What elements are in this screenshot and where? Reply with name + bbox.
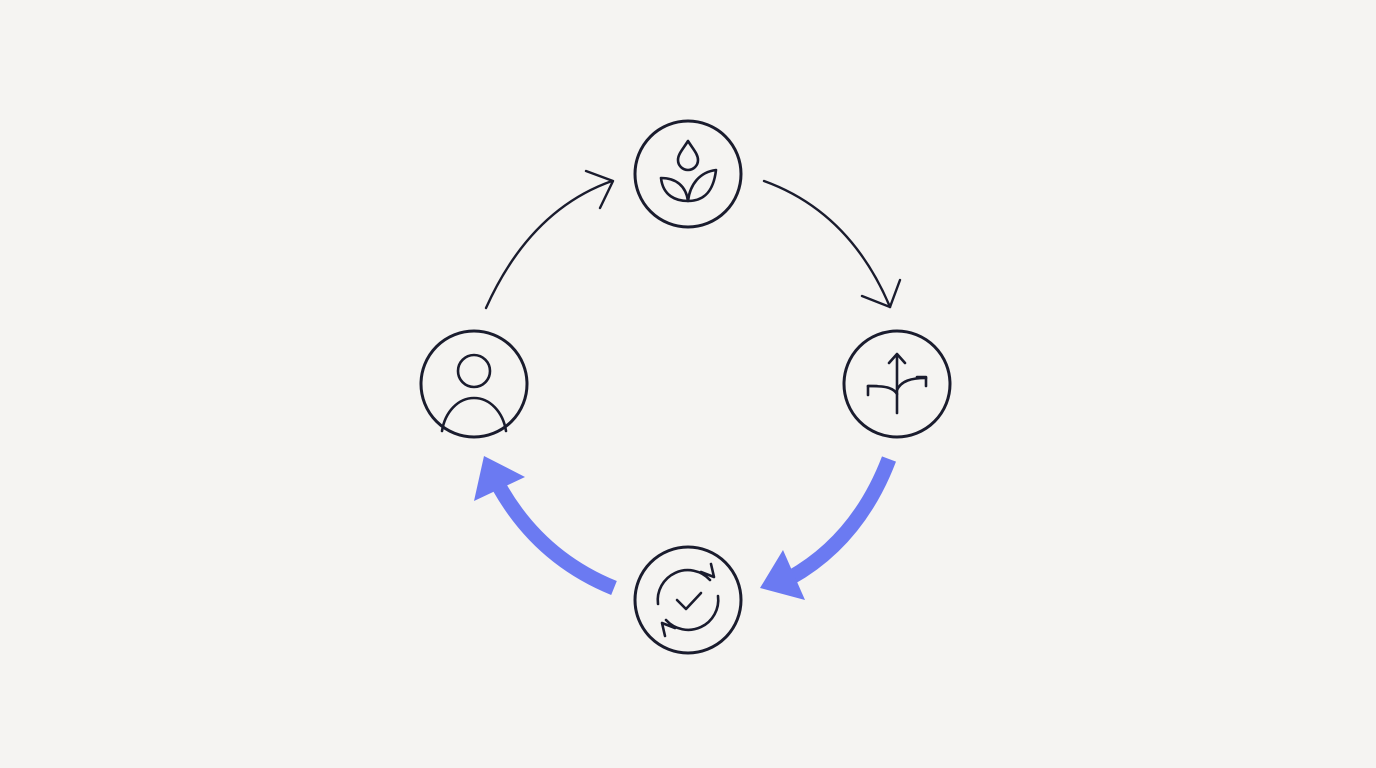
node-left[interactable] [419,329,529,439]
node-right[interactable] [842,329,952,439]
arrow-bottom-to-left [474,456,617,595]
arrow-top-to-right [762,179,902,309]
branching-paths-icon [866,352,928,415]
node-top[interactable] [633,119,743,229]
refresh-check-icon [656,562,720,638]
arrow-right-to-bottom [760,456,897,600]
user-icon [440,353,508,433]
node-bottom[interactable] [633,545,743,655]
water-drop-sprout-icon [659,139,718,203]
arrow-left-to-top [484,169,615,310]
